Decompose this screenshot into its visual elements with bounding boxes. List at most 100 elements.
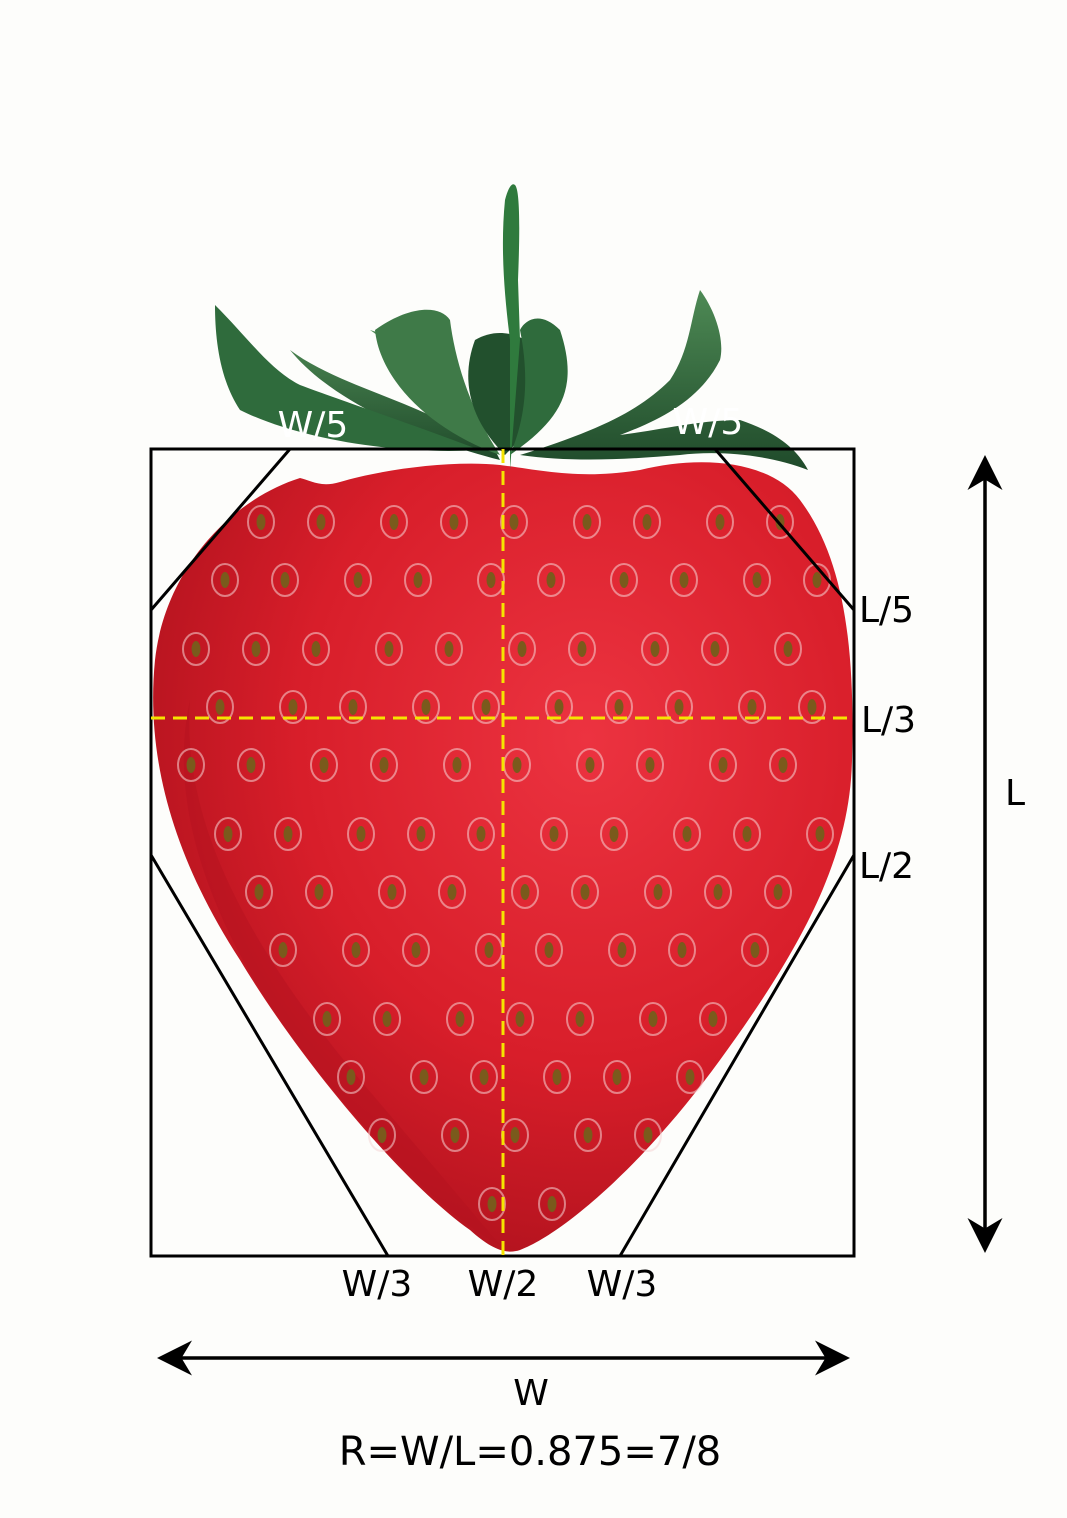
seed [481,699,491,715]
seed [379,757,389,773]
construction-lines [149,448,856,1257]
seed-rim [769,748,797,782]
seed-rim [706,505,734,539]
seed [280,572,290,588]
seed-rim [302,632,330,666]
seed-rim [574,1118,602,1152]
seed-rim [508,632,536,666]
seed [643,1127,653,1143]
center-guides [151,449,854,1256]
seed-rim [543,1060,571,1094]
seed-rim [766,505,794,539]
seed-rim [608,933,636,967]
label-bottom-center-w2: W/2 [468,1264,539,1305]
seed-rim [279,690,307,724]
seed [479,1069,489,1085]
seed-rim [571,875,599,909]
seed [314,884,324,900]
seed [283,826,293,842]
seed [612,1069,622,1085]
seed-rim [806,817,834,851]
seed [382,1011,392,1027]
seed-rim [342,933,370,967]
seed [783,641,793,657]
seed [254,884,264,900]
seed [674,699,684,715]
seed [682,826,692,842]
seed [288,699,298,715]
seed-rim [435,632,463,666]
seed-rim [402,933,430,967]
seed [580,884,590,900]
seed [617,942,627,958]
seed [807,699,817,715]
bottom-left-diagonal [149,854,390,1257]
seed [585,757,595,773]
bottom-right-diagonal [618,854,856,1257]
seed-rim [665,690,693,724]
seed [583,1127,593,1143]
seed [389,514,399,530]
seed-rim [540,817,568,851]
seed [815,826,825,842]
seed-rim [641,632,669,666]
seed [752,572,762,588]
seed [353,572,363,588]
seed-rim [798,690,826,724]
seed [510,1127,520,1143]
seed [685,1069,695,1085]
ratio-formula: R=W/L=0.875=7/8 [339,1429,722,1475]
seed-rim [709,748,737,782]
seed-rim [639,1002,667,1036]
seed [377,1127,387,1143]
seed-rim [741,933,769,967]
seed [411,942,421,958]
seed-rim [774,632,802,666]
seed-rim [644,875,672,909]
seed [251,641,261,657]
seed [517,641,527,657]
seed [812,572,822,588]
seed-rim [600,817,628,851]
seed-rim [738,690,766,724]
seed-rim [472,690,500,724]
label-bottom-right-w3: W/3 [587,1264,658,1305]
seed [554,699,564,715]
seed [582,514,592,530]
seed-rim [412,690,440,724]
seed-rim [407,817,435,851]
seed-rim [634,1118,662,1152]
label-l5: L/5 [859,590,914,631]
seed-rim [568,632,596,666]
seed [387,884,397,900]
seed-rim [743,563,771,597]
seed-rim [211,563,239,597]
seed-rim [538,1187,566,1221]
seed-rim [305,875,333,909]
seed [348,699,358,715]
seed-rim [375,632,403,666]
seed [552,1069,562,1085]
seed-rim [566,1002,594,1036]
seed [710,641,720,657]
label-width-w: W [513,1373,549,1414]
seed-rim [603,1060,631,1094]
seed [484,942,494,958]
seed-rim [701,632,729,666]
seed [419,1069,429,1085]
seed [747,699,757,715]
seed [577,641,587,657]
seed-rim [245,875,273,909]
label-top-left-w5: W/5 [278,405,349,446]
seed-rim [500,505,528,539]
seed-rim [441,1118,469,1152]
label-height-l: L [1005,773,1025,814]
seed [773,884,783,900]
seed-rim [676,1060,704,1094]
seed [677,942,687,958]
seed [679,572,689,588]
seed [444,641,454,657]
seed-rim [443,748,471,782]
seed-rim [467,817,495,851]
